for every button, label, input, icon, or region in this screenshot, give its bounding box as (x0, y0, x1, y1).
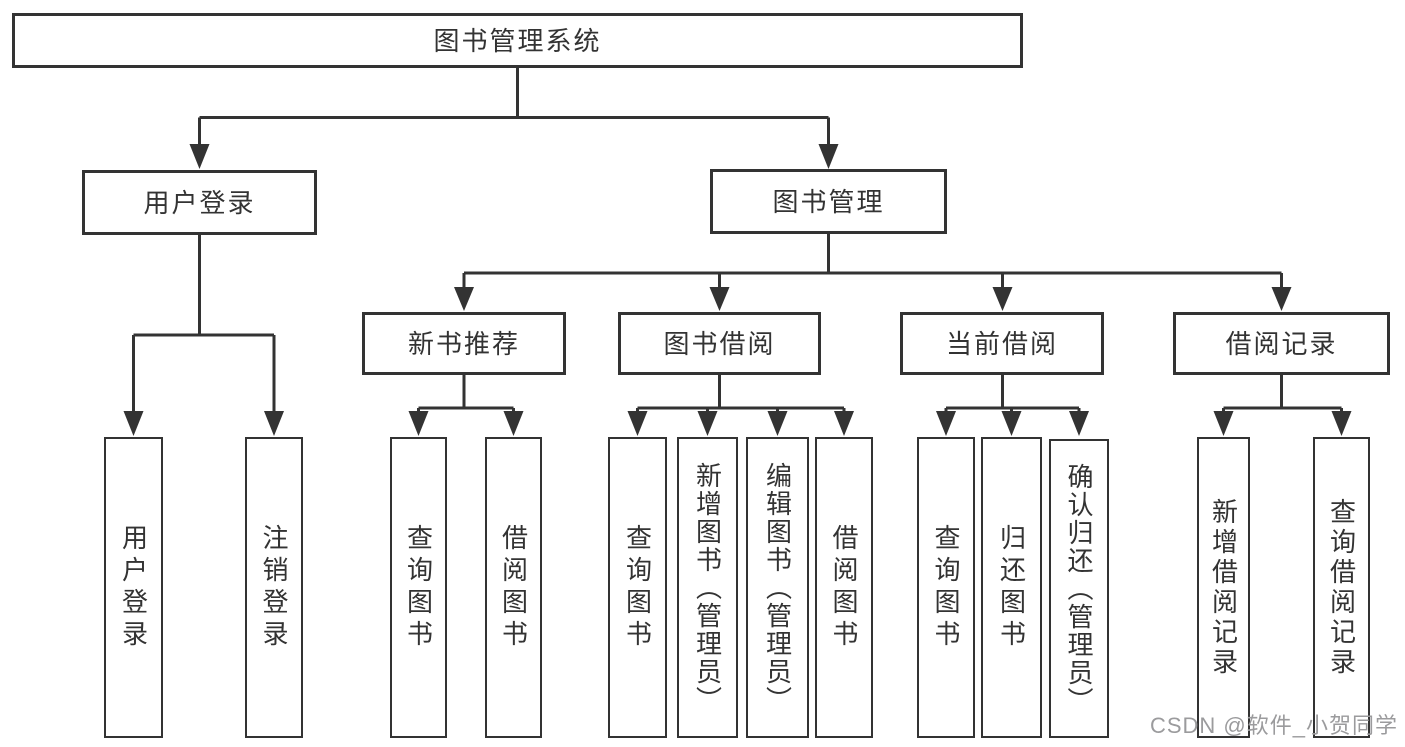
node-user-login: 用户登录 (82, 170, 317, 235)
leaf-current-confirm-return-admin: 确认归还（管理员） (1049, 439, 1109, 738)
arrowhead (123, 411, 144, 436)
arrowhead (818, 144, 839, 169)
csdn-watermark: CSDN @软件_小贺同学 (1149, 713, 1398, 738)
node-current-borrowing: 当前借阅 (900, 312, 1104, 375)
arrowhead (627, 411, 648, 436)
arrowhead (709, 287, 730, 311)
node-root: 图书管理系统 (12, 13, 1023, 68)
leaf-records-query-record: 查询借阅记录 (1313, 437, 1370, 738)
connector-new-book-children (408, 375, 524, 436)
node-borrowing-records: 借阅记录 (1173, 312, 1390, 375)
arrowhead (1001, 411, 1022, 436)
leaf-user-login: 用户登录 (104, 437, 163, 738)
arrowhead (936, 411, 956, 436)
connector-current-borrow-children (936, 375, 1089, 436)
arrowhead (834, 411, 854, 436)
connector-user-login-children (123, 235, 284, 436)
leaf-borrow-query-books: 查询图书 (608, 437, 667, 738)
arrowhead (767, 411, 788, 436)
leaf-borrow-edit-books-admin: 编辑图书（管理员） (746, 437, 809, 738)
leaf-borrow-add-books-admin: 新增图书（管理员） (677, 437, 738, 738)
connector-book-mgmt-children (454, 234, 1292, 311)
arrowhead (1331, 411, 1352, 436)
arrowhead (454, 287, 474, 311)
arrowhead (992, 287, 1013, 311)
arrowhead (697, 411, 718, 436)
arrowhead (1213, 411, 1234, 436)
connector-borrow-records-children (1213, 375, 1352, 436)
leaf-current-return-books: 归还图书 (981, 437, 1042, 738)
leaf-current-query-books: 查询图书 (917, 437, 975, 738)
arrowhead (264, 411, 284, 436)
node-book-borrowing: 图书借阅 (618, 312, 821, 375)
arrowhead (1271, 287, 1292, 311)
arrowhead (1069, 411, 1089, 436)
leaf-logout: 注销登录 (245, 437, 303, 738)
arrowhead (408, 411, 429, 436)
connector-book-borrow-children (627, 375, 854, 436)
leaf-newbook-query-books: 查询图书 (390, 437, 447, 738)
leaf-newbook-borrow-books: 借阅图书 (485, 437, 542, 738)
leaf-records-add-record: 新增借阅记录 (1197, 437, 1250, 738)
leaf-borrow-borrow-books: 借阅图书 (815, 437, 873, 738)
node-book-management: 图书管理 (710, 169, 947, 234)
arrowhead (503, 411, 524, 436)
arrowhead (189, 144, 210, 169)
node-new-book-recommend: 新书推荐 (362, 312, 566, 375)
connector-root-to-level2 (189, 68, 839, 169)
